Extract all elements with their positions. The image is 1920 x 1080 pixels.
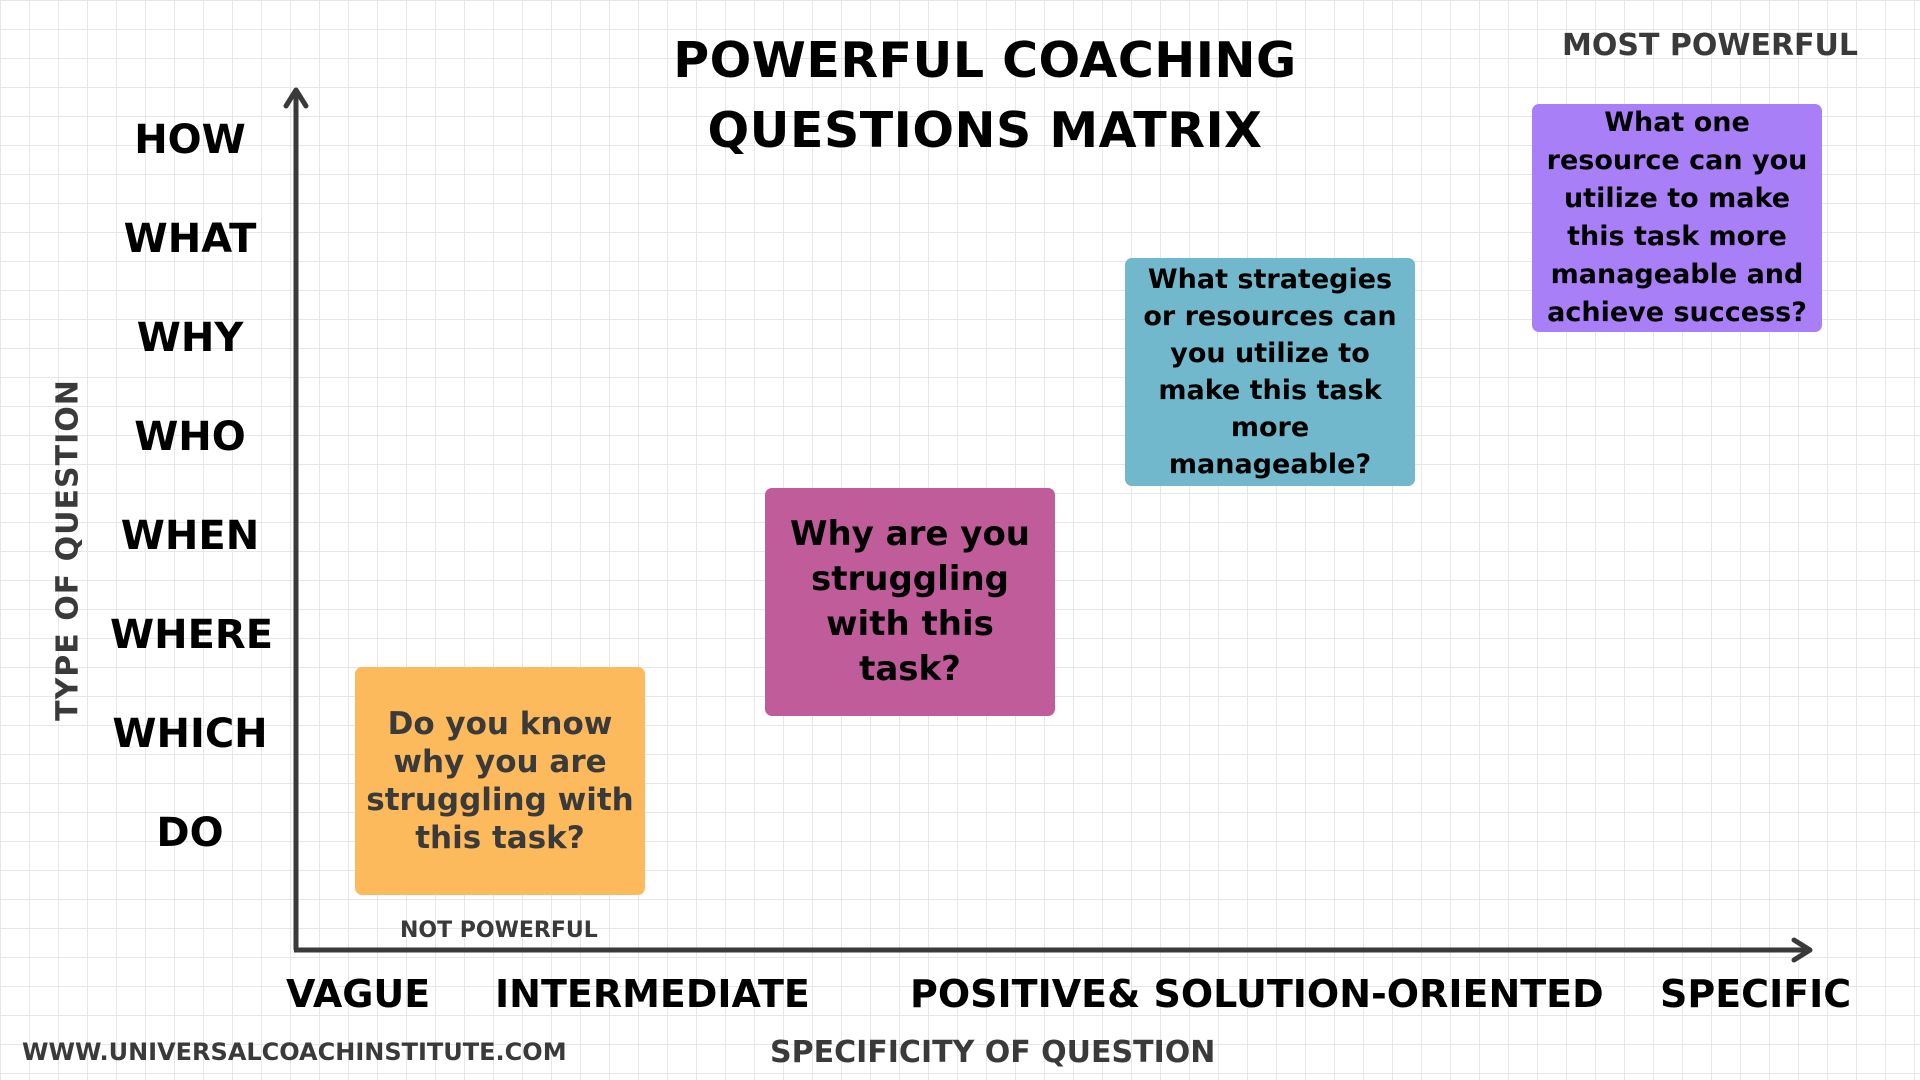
x-label-vague: VAGUE [286, 972, 431, 1016]
website-link[interactable]: WWW.UNIVERSALCOACHINSTITUTE.COM [22, 1038, 567, 1066]
x-label-intermediate: INTERMEDIATE [495, 972, 810, 1016]
question-box-intermediate-text: Why are you struggling with this task? [789, 514, 1031, 689]
y-axis-title: TYPE OF QUESTION [50, 379, 86, 721]
y-label-who: WHO [134, 414, 246, 460]
question-box-vague-text: Do you know why you are struggling with … [366, 706, 634, 856]
x-axis-title: SPECIFICITY OF QUESTION [770, 1035, 1216, 1070]
y-label-do: DO [156, 810, 224, 856]
not-powerful-label: NOT POWERFUL [400, 918, 598, 943]
y-label-how: HOW [134, 117, 246, 163]
x-label-positive-solution-oriented: POSITIVE& SOLUTION-ORIENTED [910, 972, 1604, 1016]
title-line-1: POWERFUL COACHING [673, 32, 1297, 89]
y-label-what: WHAT [123, 216, 257, 262]
y-label-where: WHERE [110, 612, 274, 658]
y-label-which: WHICH [112, 711, 268, 757]
most-powerful-label: MOST POWERFUL [1562, 28, 1859, 63]
question-box-vague: Do you know why you are struggling with … [355, 667, 645, 895]
question-box-intermediate: Why are you struggling with this task? [765, 488, 1055, 716]
y-label-why: WHY [136, 315, 244, 361]
question-box-specific: What one resource can you utilize to mak… [1532, 104, 1822, 332]
y-axis-arrowhead [283, 87, 309, 109]
x-axis-arrowhead [1791, 937, 1813, 963]
title-line-2: QUESTIONS MATRIX [707, 102, 1263, 159]
question-box-solution-oriented-text: What strategies or resources can you uti… [1143, 264, 1397, 480]
question-box-specific-text: What one resource can you utilize to mak… [1546, 107, 1808, 328]
y-label-when: WHEN [120, 513, 260, 559]
page-title: POWERFUL COACHING QUESTIONS MATRIX [560, 26, 1410, 166]
x-label-specific: SPECIFIC [1660, 972, 1852, 1016]
question-box-solution-oriented: What strategies or resources can you uti… [1125, 258, 1415, 486]
